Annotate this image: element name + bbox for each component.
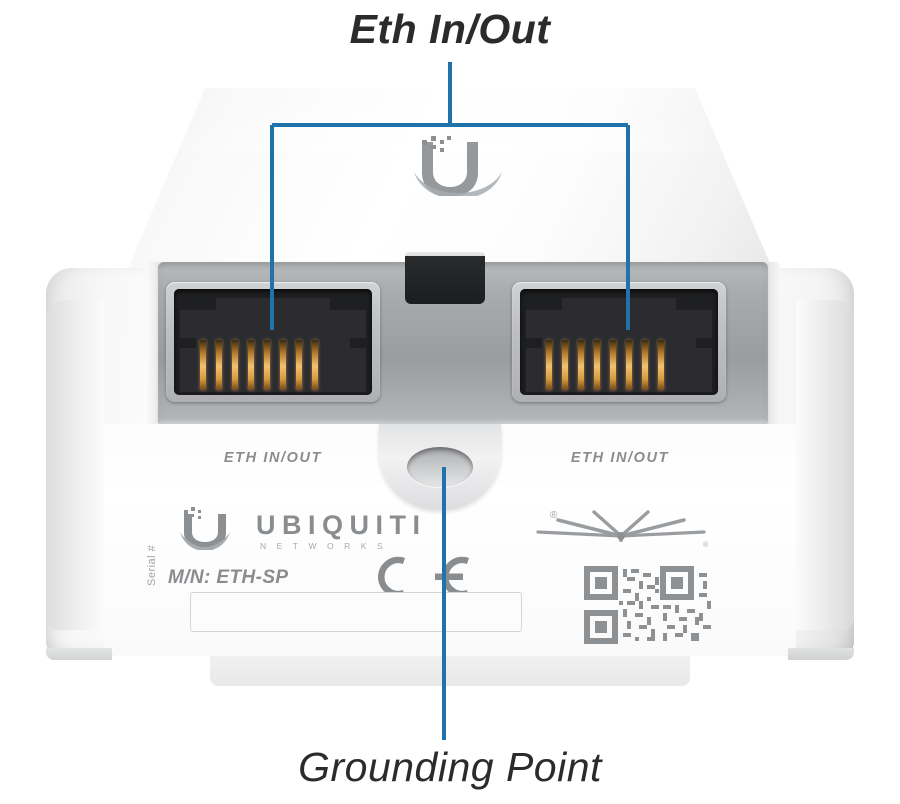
callout-label-grounding-point: Grounding Point [298,744,602,790]
device-right-wing [796,300,854,630]
device-foot-right [788,648,854,660]
callout-label-eth-in-out: Eth In/Out [349,6,551,52]
qr-code [583,565,719,645]
model-number-text: M/N: ETH-SP [168,567,289,588]
center-notch-slot [405,256,485,304]
device-left-wing [46,300,104,630]
rj45-port-left[interactable] [166,282,380,402]
registered-trademark-symbol: ® [550,510,558,521]
device-illustration: ETH IN/OUT ETH IN/OUT UBIQUITI ® NETWORK… [46,88,854,686]
rj45-contact-pins-right [546,340,664,390]
serial-number-box [190,592,522,632]
networks-tagline: NETWORKS [260,541,394,551]
airmax-starburst-logo: ® [532,506,710,554]
rj45-keyed-cutout-left [180,292,366,392]
brand-row: UBIQUITI ® NETWORKS ® [170,506,709,554]
panel-bevel-right [764,262,780,424]
device-foot-center [210,656,690,686]
serial-number-value [191,593,192,594]
rj45-port-right[interactable] [512,282,726,402]
ubiquiti-wordmark: UBIQUITI [256,510,427,540]
rj45-keyed-cutout-right [526,292,712,392]
rj45-contact-pins-left [200,340,318,390]
grounding-screw-hole[interactable] [407,447,473,487]
serial-number-caption: Serial # [146,544,158,586]
ubiquiti-u-logo-top [388,134,512,199]
device-foot-left [46,648,112,660]
port-silkscreen-left: ETH IN/OUT [223,450,323,466]
ubiquiti-u-logo [176,506,234,551]
port-silkscreen-right: ETH IN/OUT [570,450,670,466]
svg-text:®: ® [703,541,709,549]
